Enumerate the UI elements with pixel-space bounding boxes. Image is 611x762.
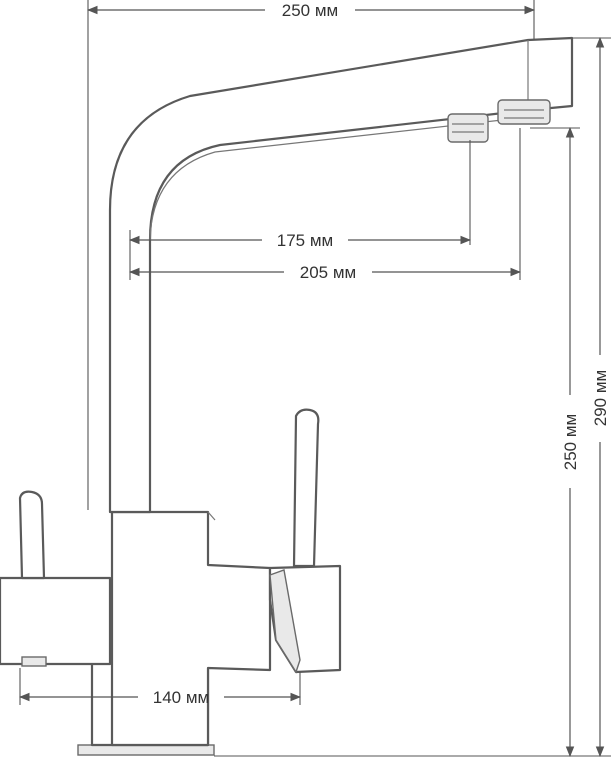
faucet-main-body xyxy=(110,510,272,747)
dimension-base-width: 140 мм xyxy=(18,688,302,707)
filtered-water-nozzle xyxy=(447,113,489,143)
right-lever-handle xyxy=(292,408,320,568)
spout-column xyxy=(108,36,574,514)
faucet-base-plate xyxy=(77,744,215,756)
dimension-spout-height: 250 мм xyxy=(561,126,580,758)
dimension-inner-reach-short: 175 мм xyxy=(128,231,472,250)
label-base-width: 140 мм xyxy=(153,688,209,707)
dimension-total-reach: 250 мм xyxy=(86,1,536,20)
faucet-body-edge xyxy=(207,511,216,521)
left-lever-handle xyxy=(18,490,46,580)
label-spout-height: 250 мм xyxy=(561,414,580,470)
left-valve-block xyxy=(0,576,112,666)
dimension-inner-reach-long: 205 мм xyxy=(128,263,522,282)
left-valve-cap xyxy=(21,656,47,667)
faucet-outline xyxy=(0,36,574,756)
spout-bend-edge xyxy=(149,117,521,241)
label-inner-reach-short: 175 мм xyxy=(277,231,333,250)
label-inner-reach-long: 205 мм xyxy=(300,263,356,282)
dimension-total-height: 290 мм xyxy=(591,36,610,758)
main-aerator-nozzle xyxy=(497,99,551,125)
label-total-reach: 250 мм xyxy=(282,1,338,20)
right-valve-facet xyxy=(269,569,301,674)
label-total-height: 290 мм xyxy=(591,370,610,426)
